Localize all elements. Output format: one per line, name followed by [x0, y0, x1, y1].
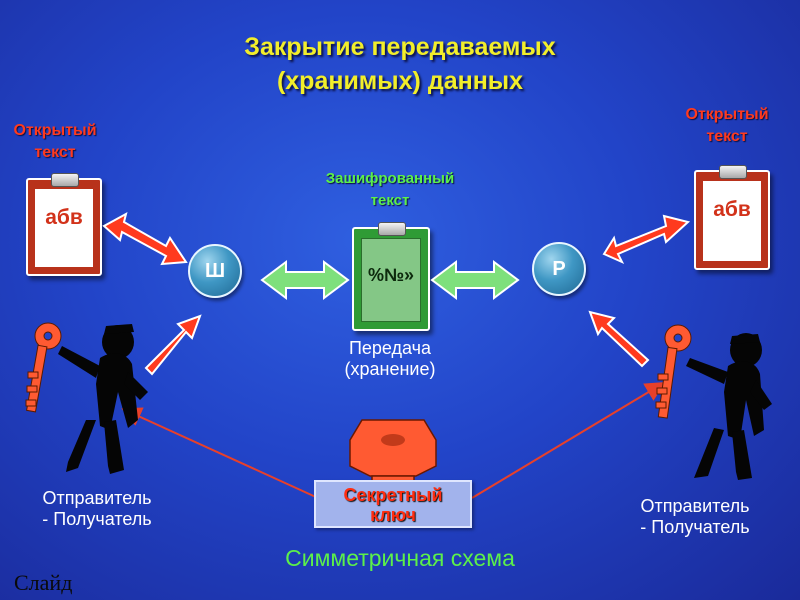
ciphertext-label: Зашифрованный текст — [290, 168, 490, 212]
key-to-right-line — [471, 381, 666, 499]
transfer-label: Передача (хранение) — [320, 338, 460, 380]
secret-key-label-box: Секретный ключ — [314, 480, 472, 528]
right-key-icon — [655, 324, 692, 419]
right-double-arrow-icon — [602, 214, 691, 265]
cipher-to-decrypt-double-arrow-icon — [430, 260, 520, 300]
right-party-label-line1: Отправитель — [640, 496, 750, 516]
transfer-label-line1: Передача — [348, 338, 432, 358]
right-party-label-line2: - Получатель — [640, 517, 750, 537]
left-plaintext-board-text: абв — [45, 206, 83, 229]
secret-key-label-line2: ключ — [370, 505, 416, 525]
left-plaintext-label-line1: Открытый — [13, 122, 97, 139]
slide-title: Закрытие передаваемых (хранимых) данных — [0, 30, 800, 98]
left-plaintext-label-line2: текст — [34, 144, 76, 161]
right-plaintext-label: Открытый текст — [672, 104, 782, 148]
ciphertext-label-line2: текст — [370, 192, 410, 209]
left-plaintext-clipboard-icon: абв — [26, 173, 102, 276]
ciphertext-board-text: %№» — [367, 265, 415, 285]
slide-label: Слайд — [14, 570, 73, 595]
scheme-caption: Симметричная схема — [285, 545, 515, 571]
ciphertext-clipboard-icon: %№» — [352, 222, 430, 331]
right-key-arrow-icon — [588, 310, 650, 368]
left-double-arrow-icon — [102, 212, 188, 266]
encrypt-to-cipher-double-arrow-icon — [260, 260, 350, 300]
ciphertext-label-line1: Зашифрованный — [325, 170, 455, 187]
left-plaintext-label: Открытый текст — [10, 120, 100, 164]
secret-key-icon — [349, 419, 437, 485]
left-party-label: Отправитель - Получатель — [14, 488, 180, 530]
title-line-1: Закрытие передаваемых — [244, 33, 556, 61]
secret-key-label-line1: Секретный — [343, 485, 443, 505]
transfer-label-line2: (хранение) — [344, 359, 436, 379]
right-plaintext-label-line2: текст — [706, 128, 748, 145]
decrypt-node: Р — [532, 242, 586, 296]
left-person-silhouette-icon — [58, 324, 148, 474]
right-person-silhouette-icon — [686, 333, 772, 480]
secret-key-label: Секретный ключ — [316, 485, 470, 525]
right-plaintext-label-line1: Открытый — [685, 106, 769, 123]
right-party-label: Отправитель - Получатель — [612, 496, 778, 538]
left-party-label-line1: Отправитель — [42, 488, 152, 508]
key-to-left-line — [121, 407, 319, 499]
left-key-arrow-icon — [144, 314, 202, 376]
left-party-label-line2: - Получатель — [42, 509, 152, 529]
title-line-2: (хранимых) данных — [276, 67, 524, 95]
right-plaintext-clipboard-icon: абв — [694, 165, 770, 270]
encrypt-node: Ш — [188, 244, 242, 298]
right-plaintext-board-text: абв — [713, 198, 751, 221]
left-key-icon — [25, 322, 62, 413]
